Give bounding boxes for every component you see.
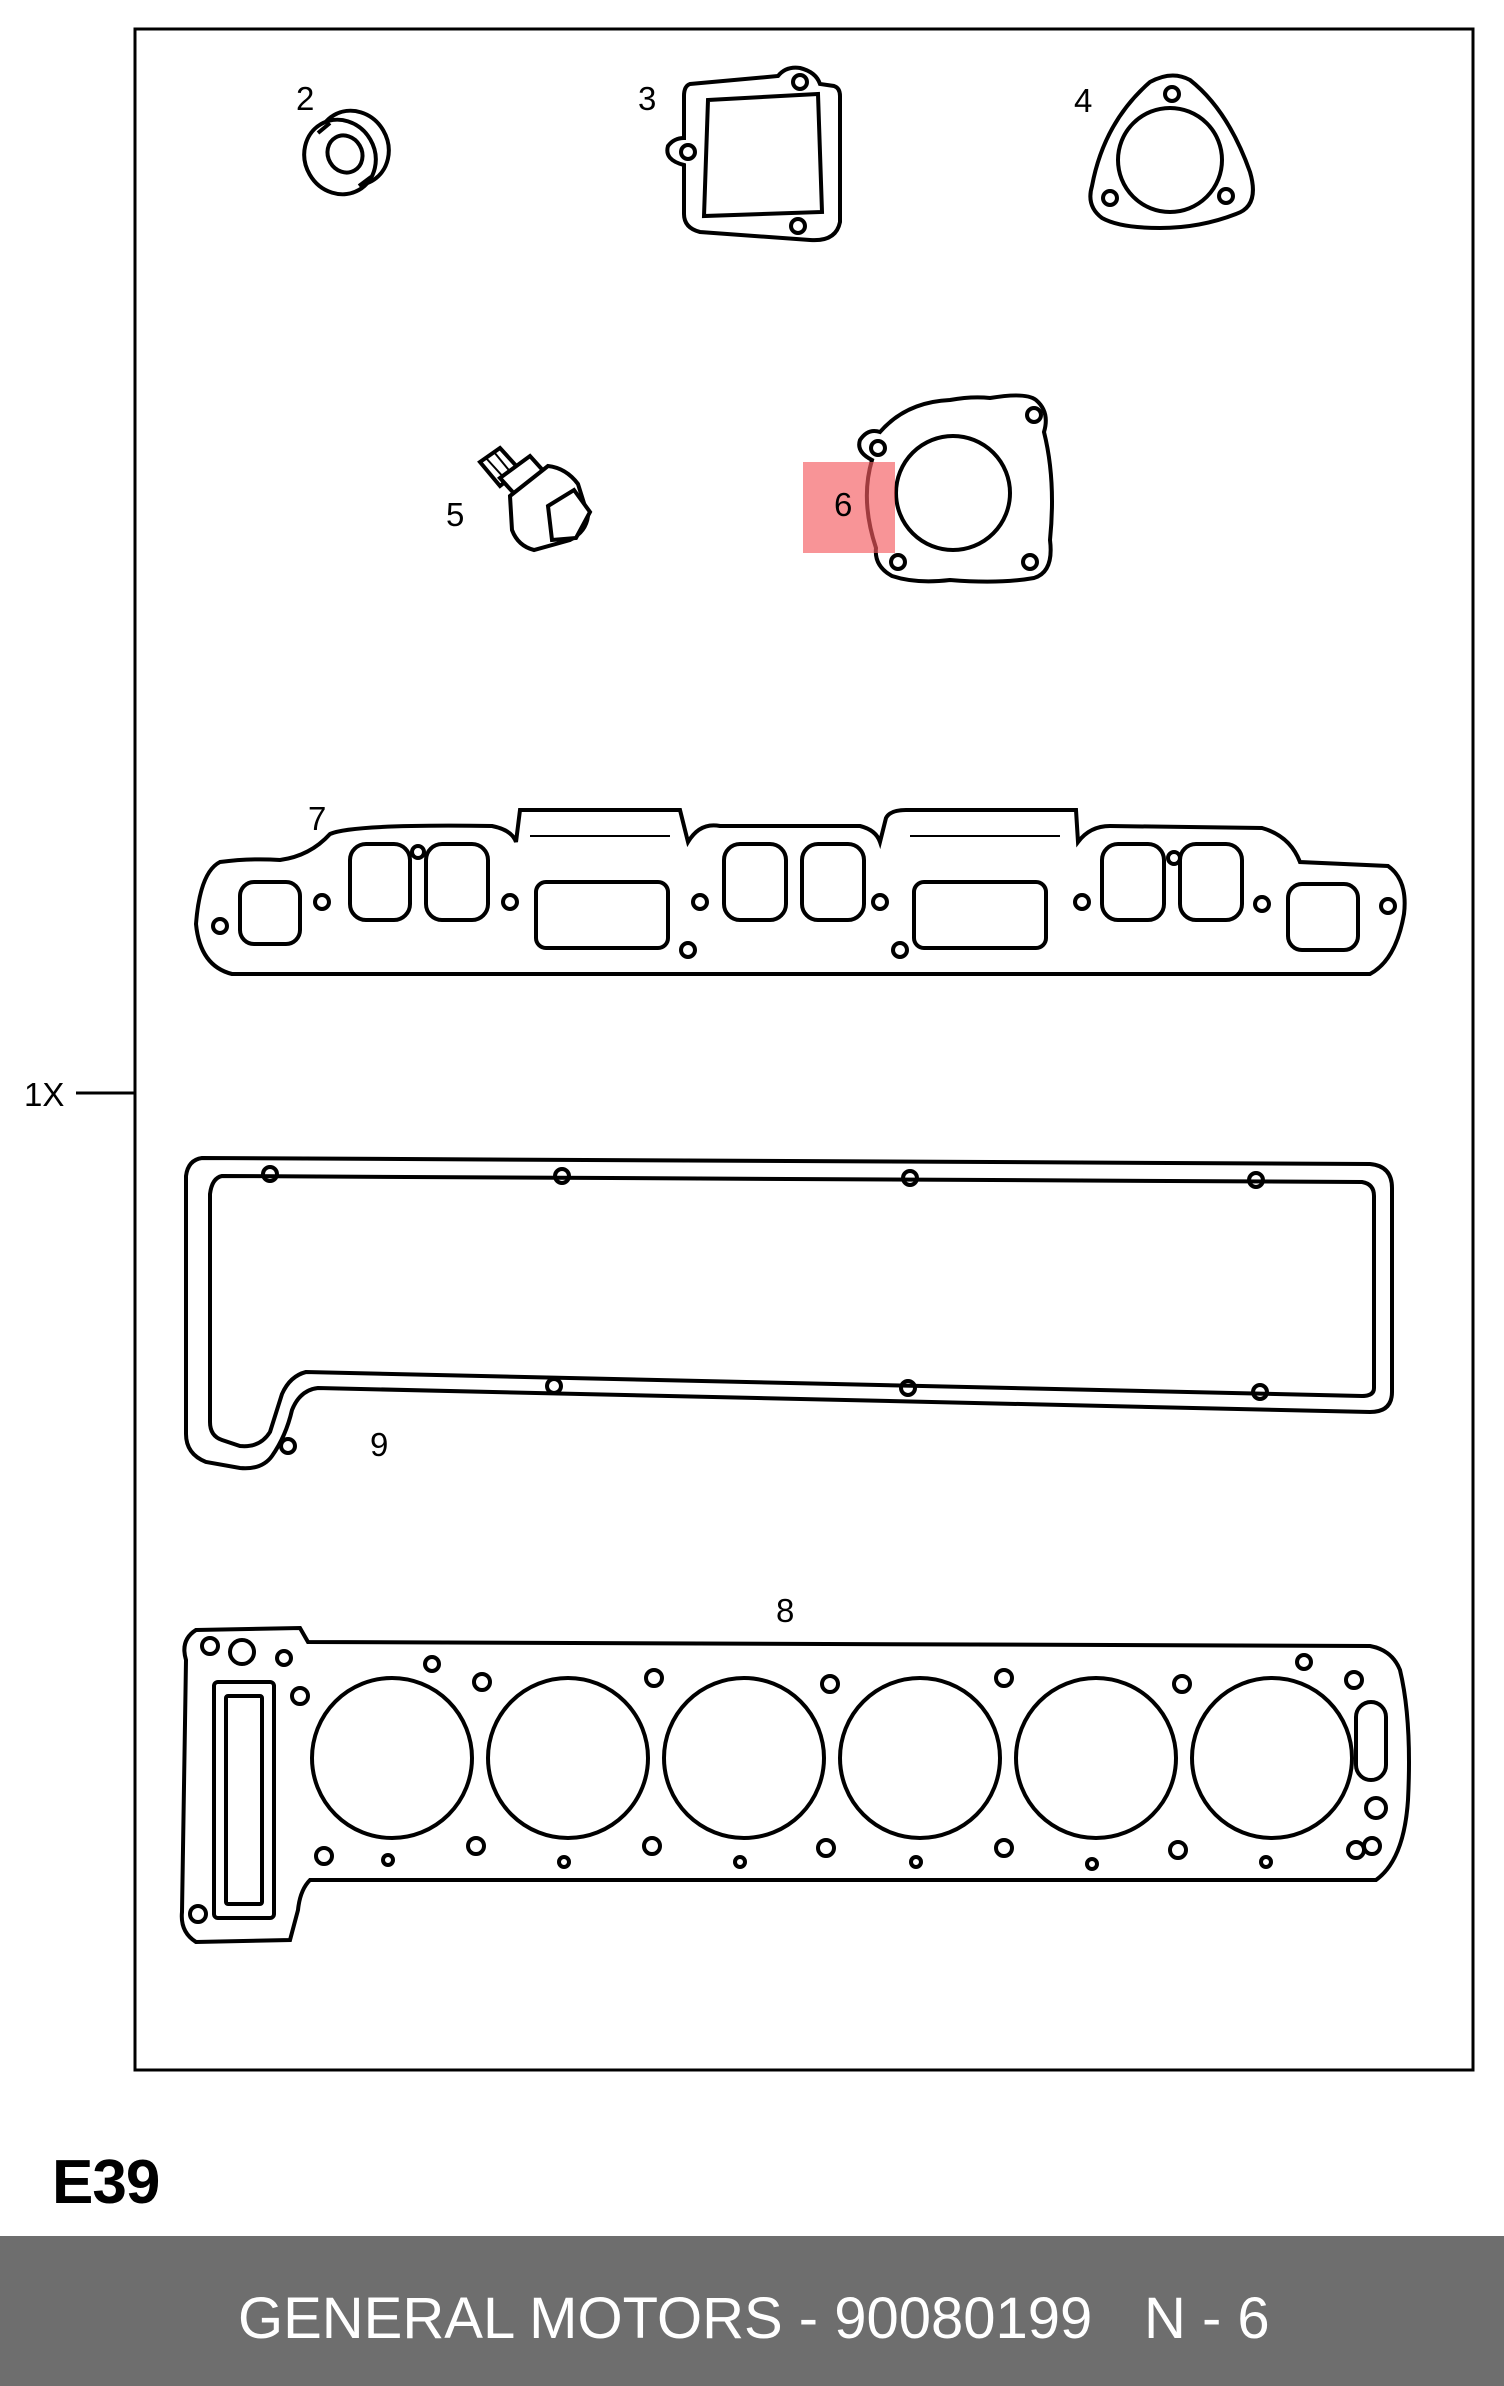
callout-8[interactable]: 8 (776, 1592, 795, 1629)
highlighted-part-marker[interactable] (803, 462, 895, 553)
valve-cover-gasket-icon (184, 1155, 1394, 1471)
footer-bar (0, 2236, 1504, 2386)
callout-7[interactable]: 7 (308, 800, 327, 837)
callout-5[interactable]: 5 (446, 496, 465, 533)
callout-9[interactable]: 9 (370, 1426, 389, 1463)
round-flange-gasket-icon (857, 393, 1054, 584)
cylinder-head-gasket-icon (179, 1625, 1411, 1945)
callout-4[interactable]: 4 (1074, 82, 1093, 119)
callout-6[interactable]: 6 (834, 486, 853, 523)
footer-brand-part-number: GENERAL MOTORS - 90080199 (238, 2286, 1093, 2351)
triangular-flange-gasket-icon (1088, 73, 1255, 231)
kit-frame (133, 27, 1475, 2072)
footer-reference: N - 6 (1144, 2286, 1270, 2351)
seal-ring-icon (302, 108, 391, 197)
callout-3[interactable]: 3 (638, 80, 657, 117)
callout-2[interactable]: 2 (296, 80, 315, 117)
section-code: E39 (52, 2148, 160, 2217)
quantity-label: 1X (24, 1076, 65, 1113)
manifold-gasket-icon (193, 808, 1407, 976)
temperature-sensor-icon (477, 445, 593, 553)
square-flange-gasket-icon (665, 65, 842, 243)
